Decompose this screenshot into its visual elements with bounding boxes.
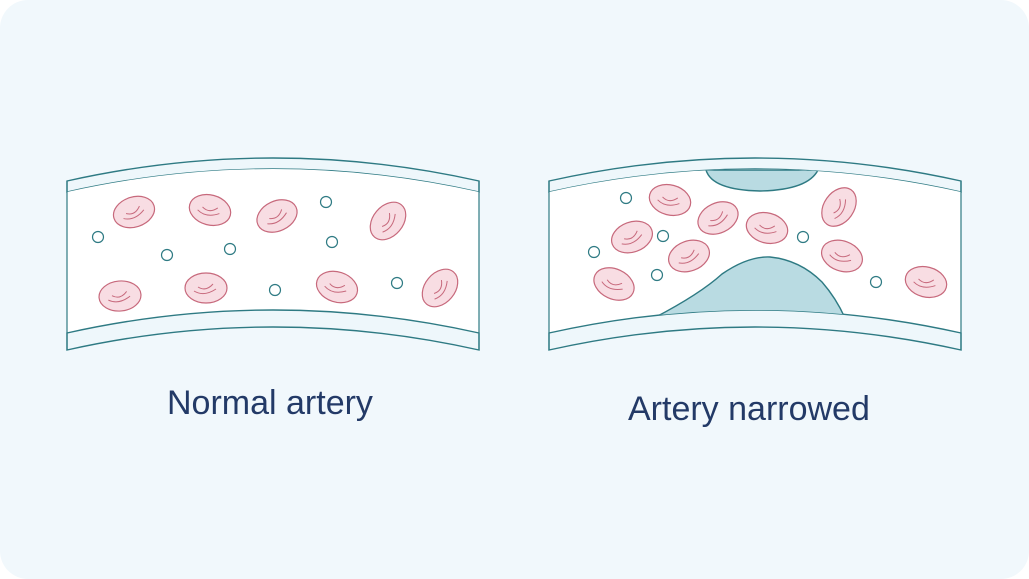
- platelet-icon: [91, 230, 105, 244]
- platelets: [587, 191, 883, 289]
- vessel-lumen: [67, 169, 479, 333]
- platelet-icon: [390, 276, 404, 290]
- plaque-bottom-icon: [653, 256, 847, 319]
- normal-artery-vessel: [66, 157, 480, 351]
- normal-artery-caption: Normal artery: [167, 384, 373, 422]
- platelet-icon: [319, 195, 333, 209]
- platelet-icon: [619, 191, 633, 205]
- platelet-icon: [325, 235, 339, 249]
- platelet-icon: [796, 230, 810, 244]
- narrowed-artery-vessel: [548, 157, 962, 351]
- platelet-icon: [869, 275, 883, 289]
- platelets: [91, 195, 404, 297]
- platelet-icon: [656, 229, 670, 243]
- platelet-icon: [160, 248, 174, 262]
- platelet-icon: [268, 283, 282, 297]
- vessel-lumen: [549, 169, 961, 333]
- platelet-icon: [223, 242, 237, 256]
- platelet-icon: [587, 245, 601, 259]
- platelet-icon: [650, 268, 664, 282]
- red-blood-cell-icon: [184, 272, 228, 304]
- narrowed-artery-caption: Artery narrowed: [628, 390, 870, 428]
- plaque-top-icon: [705, 169, 820, 192]
